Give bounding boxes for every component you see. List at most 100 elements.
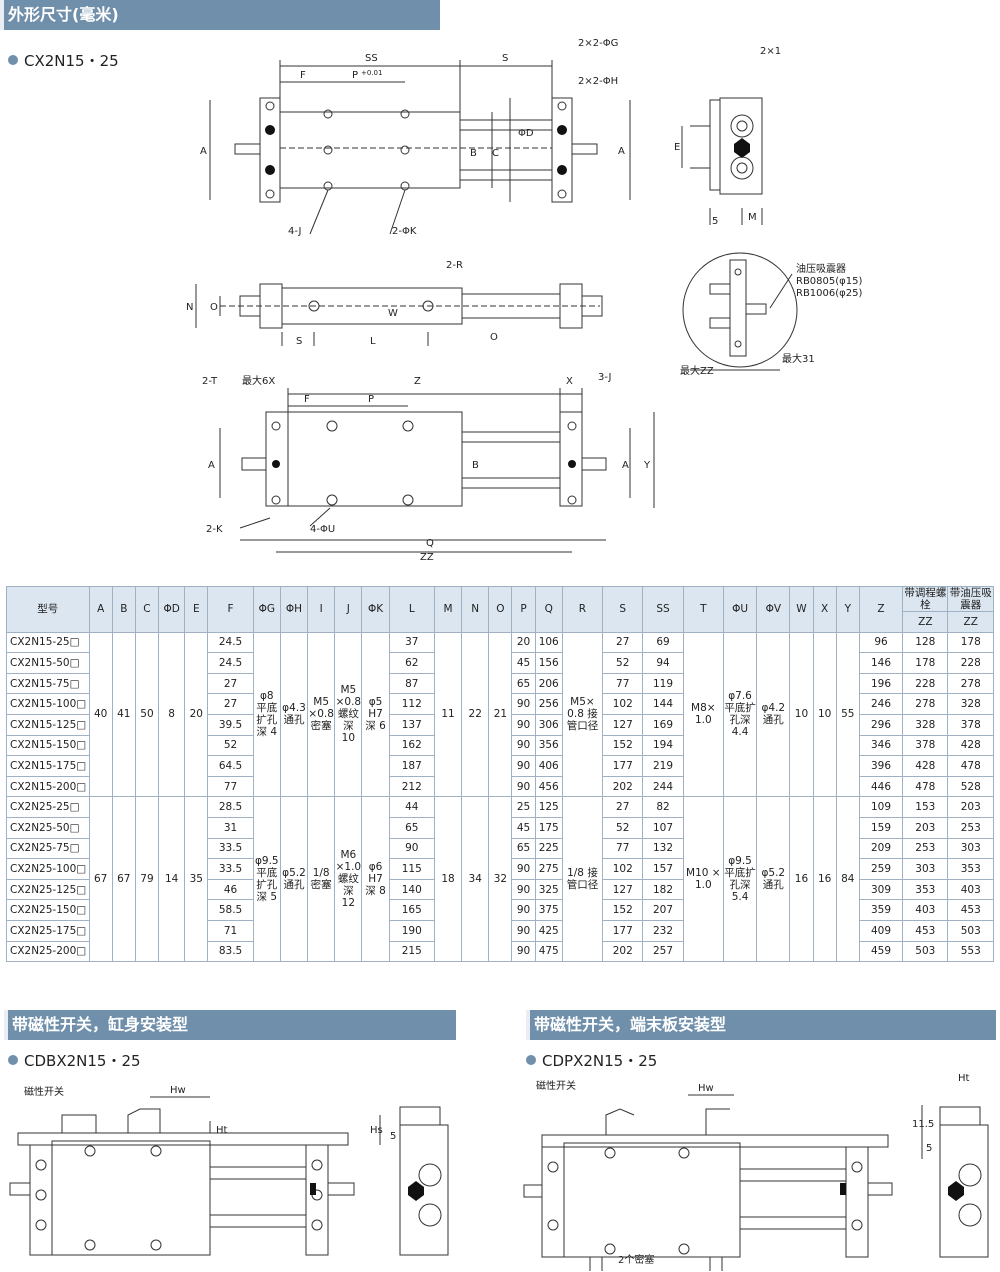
bullet-icon	[526, 1055, 536, 1065]
col-header: F	[207, 586, 254, 633]
table-cell: φ6 H7 深 8	[361, 796, 390, 963]
dim-o-front: O	[490, 332, 498, 343]
table-cell: 503	[902, 940, 949, 963]
table-cell: 228	[947, 652, 994, 674]
table-cell: 156	[534, 652, 563, 674]
table-cell: 44	[388, 796, 435, 818]
table-cell: 90	[511, 878, 536, 901]
table-cell: CX2N15-125□	[6, 713, 90, 736]
dim-f: F	[300, 70, 306, 81]
table-cell: 79	[134, 796, 160, 963]
table-cell: 146	[858, 652, 904, 674]
table-cell: 90	[388, 837, 435, 860]
col-header: SS	[642, 586, 684, 633]
col-header: W	[789, 586, 814, 633]
col-header: ΦV	[756, 586, 791, 633]
switch-label-body: 磁性开关	[24, 1085, 64, 1098]
table-cell: 428	[947, 734, 994, 757]
table-cell: 10	[812, 631, 837, 798]
table-cell: 102	[602, 693, 644, 715]
table-cell: 194	[642, 734, 684, 757]
col-header: J	[334, 586, 363, 633]
section-title: 外形尺寸(毫米)	[8, 5, 119, 24]
table-cell: 182	[642, 878, 684, 901]
table-cell: 157	[642, 858, 684, 880]
model-label-body: CDBX2N15・25	[8, 1050, 141, 1071]
col-subheader: ZZ	[947, 611, 994, 633]
table-cell: CX2N15-75□	[6, 672, 90, 695]
dim-w: W	[388, 308, 398, 319]
section-header-end-mount: 带磁性开关，端末板安装型	[526, 1010, 996, 1040]
table-cell: 71	[207, 919, 254, 942]
table-cell: 45	[511, 816, 536, 839]
table-cell: 253	[947, 816, 994, 839]
table-cell: 27	[207, 672, 254, 695]
dim-p-shock: P	[368, 394, 374, 405]
table-cell: 475	[534, 940, 563, 963]
table-cell: 425	[534, 919, 563, 942]
table-cell: 90	[511, 940, 536, 963]
table-cell: CX2N15-100□	[6, 693, 90, 715]
table-cell: 90	[511, 858, 536, 880]
col-header: ΦD	[158, 586, 186, 633]
col-header: Q	[534, 586, 563, 633]
dim-b-shock: B	[472, 460, 479, 471]
table-cell: 69	[642, 631, 684, 654]
table-cell: 8	[158, 631, 186, 798]
switch-label-end: 磁性开关	[536, 1079, 576, 1092]
table-cell: 187	[388, 755, 435, 777]
table-cell: 278	[902, 693, 949, 715]
dim-a: A	[200, 146, 207, 157]
table-cell: 115	[388, 858, 435, 880]
table-cell: 41	[111, 631, 136, 798]
table-cell: 159	[858, 816, 904, 839]
table-cell: 39.5	[207, 713, 254, 736]
table-cell: 346	[858, 734, 904, 757]
col-header: X	[812, 586, 837, 633]
table-cell: 328	[902, 713, 949, 736]
table-cell: 21	[488, 631, 513, 798]
section-header-dimensions: 外形尺寸(毫米)	[0, 0, 440, 30]
table-cell: 127	[602, 878, 644, 901]
table-cell: 207	[642, 899, 684, 921]
col-header: 型号	[6, 586, 90, 633]
table-cell: φ4.2 通孔	[756, 631, 791, 798]
table-cell: 16	[789, 796, 814, 963]
table-cell: CX2N15-25□	[6, 631, 90, 654]
table-cell: 10	[789, 631, 814, 798]
dim-a-shock: A	[208, 460, 215, 471]
col-header: ΦG	[252, 586, 281, 633]
table-cell: 453	[902, 919, 949, 942]
table-cell: 215	[388, 940, 435, 963]
dim-n: N	[186, 302, 193, 313]
table-cell: 28.5	[207, 796, 254, 818]
table-cell: 37	[388, 631, 435, 654]
rb0805-label: RB0805(φ15)	[796, 276, 862, 287]
table-cell: 396	[858, 755, 904, 777]
dim-5-end: 5	[926, 1143, 932, 1154]
table-cell: 165	[388, 899, 435, 921]
dim-max-zz: 最大ZZ	[680, 364, 714, 377]
table-cell: 259	[858, 858, 904, 880]
table-cell: 102	[602, 858, 644, 880]
drawing-body-mount: 磁性开关 Hw Ht Hs 5	[9, 1085, 449, 1256]
dim-5: 5	[712, 216, 718, 227]
col-header: Y	[835, 586, 860, 633]
table-cell: 33.5	[207, 858, 254, 880]
col-header: L	[388, 586, 435, 633]
table-cell: 403	[947, 878, 994, 901]
col-header: 带油压吸震器	[947, 586, 994, 612]
table-cell: 169	[642, 713, 684, 736]
table-cell: 90	[511, 919, 536, 942]
table-cell: 353	[947, 858, 994, 880]
table-cell: 96	[858, 631, 904, 654]
dim-c: C	[492, 148, 499, 159]
table-cell: M8× 1.0	[682, 631, 724, 798]
table-cell: 77	[207, 775, 254, 798]
table-cell: 209	[858, 837, 904, 860]
